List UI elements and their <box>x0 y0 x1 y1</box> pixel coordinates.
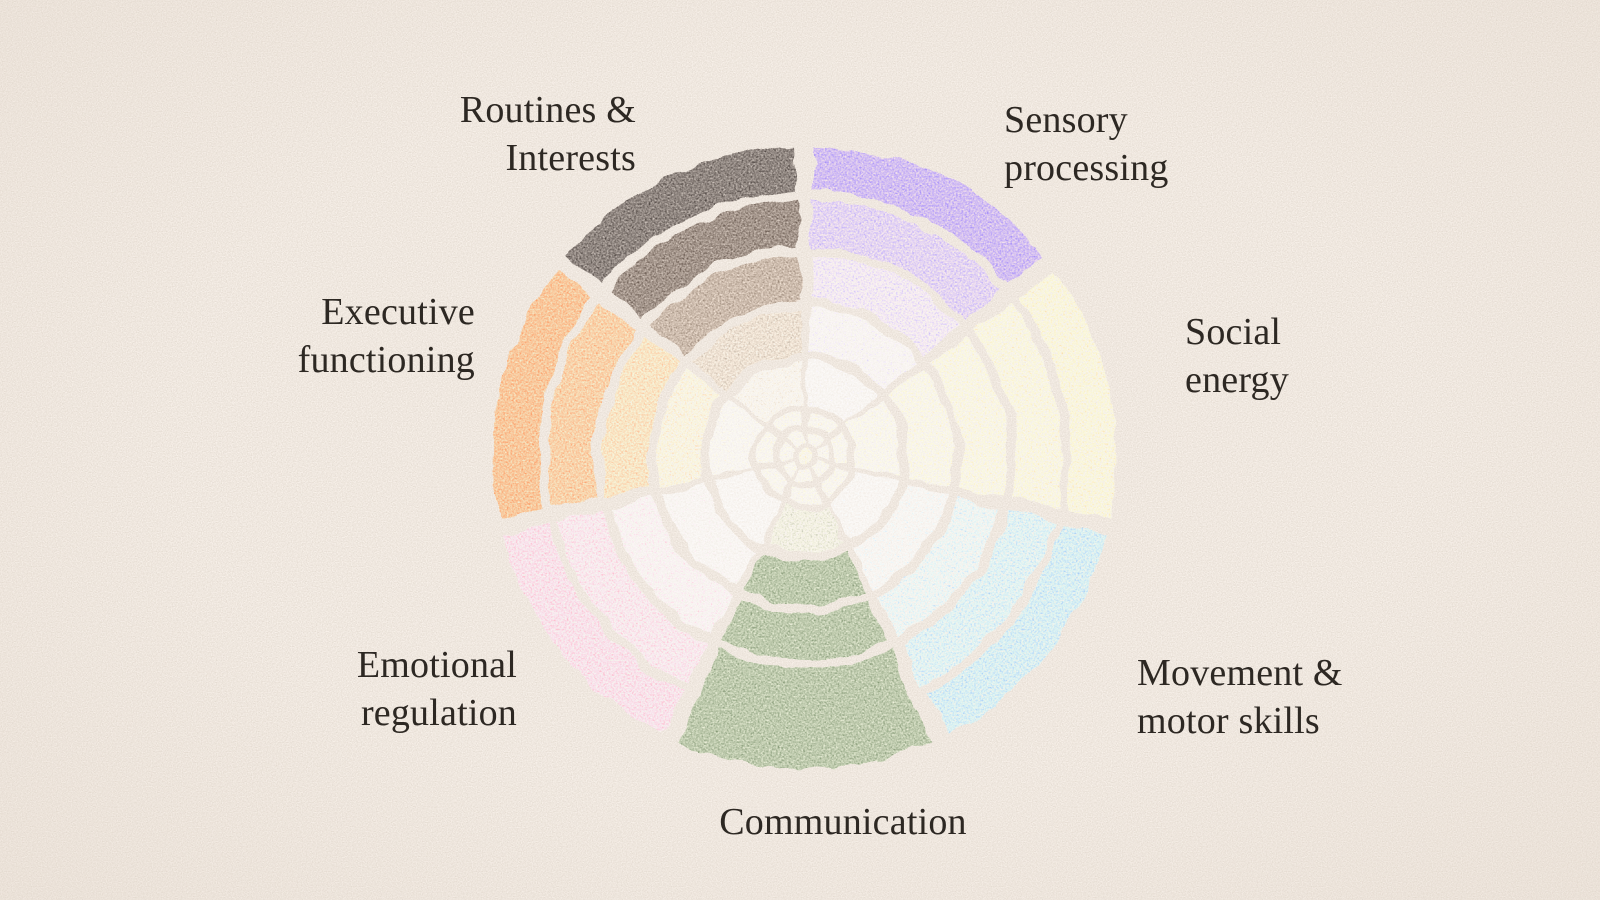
wheel-hub-wedge-movement-motor-skills-1 <box>821 466 849 497</box>
segment-label-sensory-processing: Sensory processing <box>1004 96 1169 192</box>
label-line: functioning <box>297 339 475 381</box>
wheel-segment-social-energy-ring-2 <box>930 335 1007 497</box>
wheel-rings-group <box>493 145 1117 769</box>
wheel-segment-social-energy-ring-3 <box>973 302 1062 507</box>
wheel-segment-routines-interests-ring-2 <box>650 255 801 356</box>
segment-label-emotional-regulation: Emotional regulation <box>357 641 517 737</box>
segment-label-communication: Communication <box>719 798 966 846</box>
label-line: regulation <box>360 692 517 734</box>
wheel-segment-routines-interests-ring-1 <box>692 309 802 390</box>
label-line: Social <box>1185 311 1282 353</box>
label-line: energy <box>1185 359 1289 401</box>
wheel-segment-executive-functioning-ring-0 <box>710 400 764 476</box>
segment-label-executive-functioning: Executive functioning <box>298 288 475 384</box>
wheel-segment-executive-functioning-ring-2 <box>603 335 680 497</box>
wheel-segment-social-energy-ring-1 <box>888 368 953 486</box>
wheel-hub-wedge-routines-interests-0 <box>786 431 804 448</box>
wheel-segment-movement-motor-skills-ring-0 <box>828 470 897 542</box>
wheel-segment-executive-functioning-ring-1 <box>657 368 722 486</box>
wheel-hub-wedge-emotional-regulation-1 <box>761 466 789 497</box>
label-line: Sensory <box>1004 99 1128 141</box>
label-line: Executive <box>321 291 475 333</box>
wheel-segment-social-energy-ring-4 <box>1017 269 1117 518</box>
wheel-segment-emotional-regulation-ring-3 <box>556 510 708 686</box>
wheel-segment-emotional-regulation-ring-1 <box>661 483 758 589</box>
wheel-segment-movement-motor-skills-ring-1 <box>852 483 949 589</box>
wheel-hub-wedge-routines-interests-1 <box>771 411 803 435</box>
label-line: Emotional <box>356 644 517 686</box>
segment-label-routines-interests: Routines & Interests <box>460 86 636 182</box>
wheel-segment-communication-ring-1 <box>744 552 866 605</box>
wheel-segment-executive-functioning-ring-3 <box>548 302 637 507</box>
wheel-segment-movement-motor-skills-ring-3 <box>902 510 1054 686</box>
segment-label-movement-motor-skills: Movement & motor skills <box>1137 649 1343 745</box>
wheel-hub-wedge-executive-functioning-1 <box>758 431 779 464</box>
wheel-segment-emotional-regulation-ring-2 <box>609 496 733 637</box>
label-line: processing <box>1004 147 1169 189</box>
wheel-segment-sensory-processing-ring-2 <box>809 255 960 356</box>
wheel-hub-wedge-communication-1 <box>788 486 822 504</box>
label-line: Interests <box>505 137 636 179</box>
wheel-hub-wedge-sensory-processing-0 <box>806 431 824 448</box>
wheel-segment-sensory-processing-ring-0 <box>806 362 878 424</box>
label-line: Communication <box>719 801 967 843</box>
wheel-segment-movement-motor-skills-ring-2 <box>877 496 1001 637</box>
label-line: Routines & <box>459 89 636 131</box>
wheel-segment-movement-motor-skills-ring-4 <box>927 523 1107 734</box>
wheel-segment-social-energy-ring-0 <box>846 400 900 476</box>
wheel-segment-routines-interests-ring-3 <box>608 200 799 321</box>
wheel-hub-wedge-communication-0 <box>795 470 815 484</box>
wheel-hub-wedge-emotional-regulation-0 <box>780 461 798 480</box>
segment-label-social-energy: Social energy <box>1185 308 1289 404</box>
wheel-segment-communication-ring-3-4 <box>678 649 932 769</box>
wheel-hub-center <box>797 449 813 465</box>
wheel-segment-emotional-regulation-ring-4 <box>503 523 683 734</box>
wheel-segment-emotional-regulation-ring-0 <box>713 470 782 542</box>
label-line: motor skills <box>1137 700 1320 742</box>
wheel-hub-wedge-social-energy-0 <box>816 442 832 461</box>
wheel-segment-communication-ring-2 <box>722 600 888 660</box>
wheel-hub-wedge-executive-functioning-0 <box>778 442 794 461</box>
wheel-segment-sensory-processing-ring-3 <box>811 200 1002 321</box>
wheel-hub-wedge-movement-motor-skills-0 <box>812 461 830 480</box>
wheel-segment-executive-functioning-ring-4 <box>493 269 593 518</box>
wheel-segment-communication-ring-0 <box>766 504 844 553</box>
wheel-hub-wedge-sensory-processing-1 <box>807 411 839 435</box>
wheel-hub-wedge-social-energy-1 <box>831 431 852 464</box>
label-line: Movement & <box>1137 652 1343 694</box>
wheel-segment-routines-interests-ring-0 <box>732 362 804 424</box>
wheel-segment-sensory-processing-ring-1 <box>808 309 918 390</box>
